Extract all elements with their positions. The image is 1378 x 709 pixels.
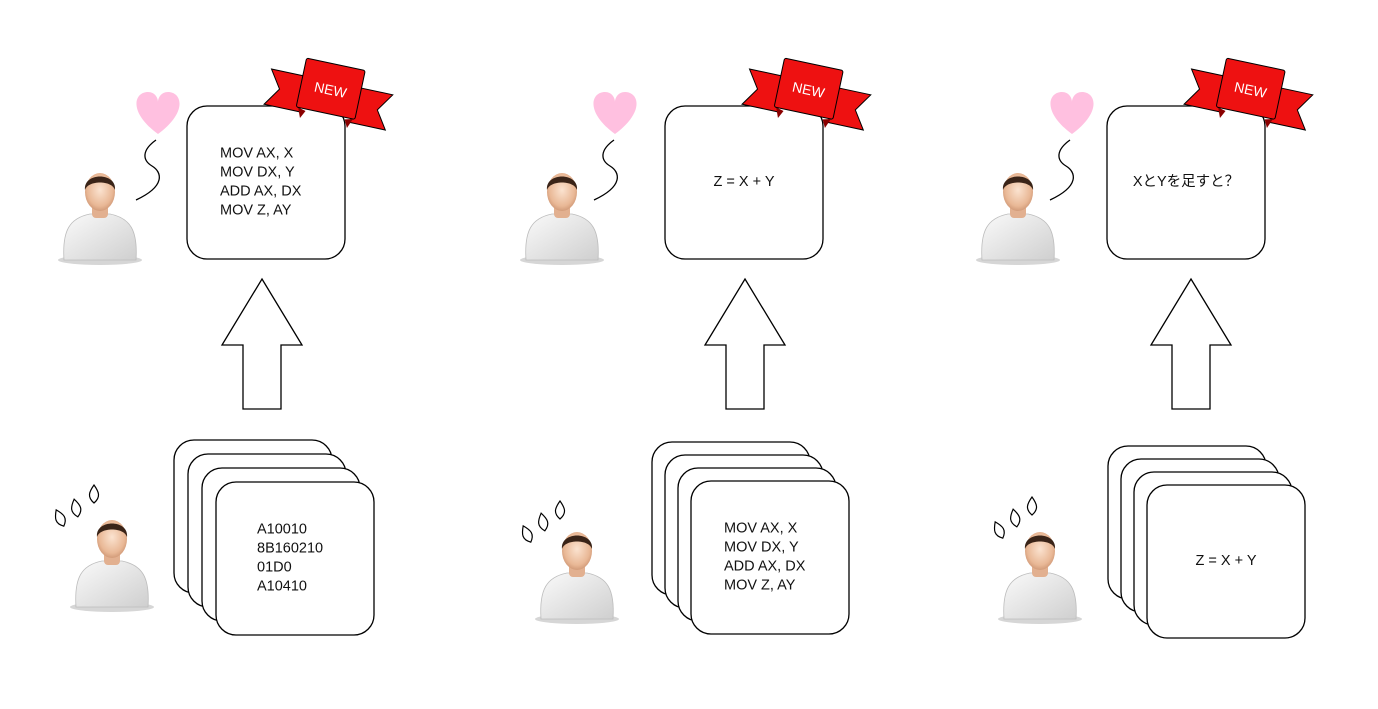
person-shirt	[1003, 572, 1077, 620]
thought-squiggle-icon	[593, 139, 618, 201]
top-card	[186, 105, 346, 260]
person-icon	[70, 520, 154, 612]
top-card	[664, 105, 824, 260]
person-icon	[58, 173, 142, 265]
bottom-card-front	[1146, 484, 1306, 639]
person-shirt	[75, 560, 149, 608]
ribbon-fold-right	[344, 119, 353, 128]
ribbon-body	[774, 57, 844, 120]
ribbon-right-tail	[1269, 86, 1314, 131]
card-text-line: MOV DX, Y	[724, 539, 799, 555]
card-text-line: A10410	[257, 578, 307, 594]
card-text-line: ADD AX, DX	[220, 183, 302, 199]
person-icon	[520, 173, 604, 265]
sweat-drop-icon	[554, 499, 566, 520]
sweat-drop-icon	[88, 483, 100, 504]
bottom-card-stack	[651, 441, 850, 635]
ribbon-fold-right	[1264, 119, 1273, 128]
card-text-line: MOV DX, Y	[220, 164, 295, 180]
thought-squiggle-icon	[135, 139, 160, 201]
ribbon-right-tail	[349, 86, 394, 131]
bottom-card-stack	[1107, 445, 1306, 639]
sweat-drop-icon	[71, 498, 82, 518]
ribbon-fold-left	[1218, 107, 1226, 119]
up-arrow	[220, 277, 304, 410]
ribbon-left-tail	[263, 68, 308, 113]
column-2: Z = X + Y NEW MOV AX, X MOV DX, Y ADD AX, DX…	[520, 57, 872, 635]
person-icon	[976, 173, 1060, 265]
card-text-line: 01D0	[257, 559, 292, 575]
heart-icon	[593, 92, 637, 134]
card-text-line: MOV Z, AY	[220, 202, 292, 218]
person-hair	[1024, 535, 1056, 549]
sweat-drop-icon	[538, 512, 549, 532]
new-ribbon-badge: NEW	[263, 57, 394, 131]
bottom-card-front	[215, 481, 375, 636]
person-icon	[535, 532, 619, 624]
card-text-line: XとYを足すと？	[1133, 173, 1239, 190]
badge-label: NEW	[791, 79, 827, 102]
up-arrow	[703, 277, 787, 410]
card-text-line: MOV AX, X	[724, 520, 798, 536]
sweat-drop-icon	[54, 508, 66, 527]
ribbon-body	[1216, 57, 1286, 120]
column-3: XとYを足すと？ NEW Z = X + Y	[976, 57, 1314, 639]
person-hair	[96, 523, 128, 537]
card-text-line: Z = X + Y	[714, 174, 775, 190]
new-ribbon-badge: NEW	[741, 57, 872, 131]
person-hair	[561, 535, 593, 549]
badge-label: NEW	[1233, 79, 1269, 102]
ribbon-right-tail	[827, 86, 872, 131]
person-hair	[546, 176, 578, 190]
badge-label: NEW	[313, 79, 349, 102]
card-text-line: MOV AX, X	[220, 145, 294, 161]
ribbon-body	[296, 57, 366, 120]
bottom-card-stack	[173, 439, 375, 636]
ribbon-fold-right	[822, 119, 831, 128]
top-card	[1106, 105, 1266, 260]
ribbon-fold-left	[298, 107, 306, 119]
person-hair	[84, 176, 116, 190]
ribbon-fold-left	[776, 107, 784, 119]
card-text-line: A10010	[257, 521, 307, 537]
new-ribbon-badge: NEW	[1183, 57, 1314, 131]
card-text-line: ADD AX, DX	[724, 558, 806, 574]
sweat-drop-icon	[993, 520, 1005, 539]
column-1: MOV AX, X MOV DX, Y ADD AX, DX MOV Z, AY NEW…	[54, 57, 394, 636]
ribbon-left-tail	[1183, 68, 1228, 113]
person-shirt	[540, 572, 614, 620]
card-text-line: MOV Z, AY	[724, 577, 796, 593]
person-shirt	[525, 213, 599, 261]
up-arrow	[1149, 277, 1233, 410]
heart-icon	[1050, 92, 1094, 134]
card-text-line: 8B160210	[257, 540, 323, 556]
bottom-card-front	[690, 480, 850, 635]
card-text-line: Z = X + Y	[1196, 553, 1257, 569]
sweat-drop-icon	[521, 524, 533, 543]
sweat-drop-icon	[1010, 508, 1021, 528]
person-shirt	[63, 213, 137, 261]
person-shirt	[981, 213, 1055, 261]
sweat-drop-icon	[1026, 495, 1038, 516]
thought-squiggle-icon	[1049, 139, 1074, 201]
heart-icon	[136, 92, 180, 134]
person-icon	[998, 532, 1082, 624]
person-hair	[1002, 176, 1034, 190]
ribbon-left-tail	[741, 68, 786, 113]
